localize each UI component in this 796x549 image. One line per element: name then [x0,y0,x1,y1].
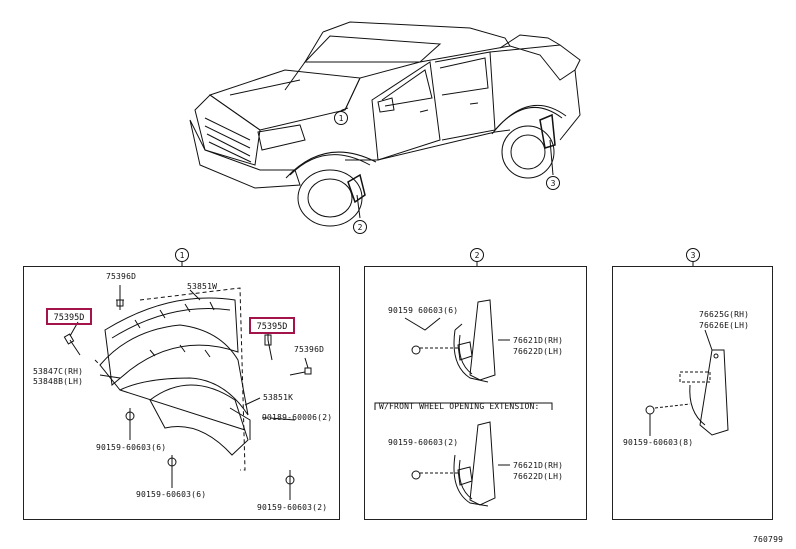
part-label-rear-mudguard-lh[interactable]: 76626E(LH) [699,321,750,330]
part-label-mudguard-lh-bottom[interactable]: 76622D(LH) [513,472,564,481]
callout-2-panel: 2 [470,248,484,262]
part-label-bolt-bottom[interactable]: 90159-60603(2) [388,438,459,447]
part-label-liner[interactable]: 53851K [263,393,294,402]
panel-front-mudguard [364,266,587,520]
mudguard-rear-drawing [645,329,729,436]
part-label-bolt-left[interactable]: 90159-60603(6) [96,443,167,452]
callout-3-panel: 3 [686,248,700,262]
highlighted-part-left-label: 75395D [53,313,85,323]
part-label-mudguard-rh-top[interactable]: 76621D(RH) [513,336,564,345]
part-label-bolt-bottom-left[interactable]: 90159-60603(6) [136,490,207,499]
part-label-trim-top[interactable]: 53851W [187,282,218,291]
part-label-clip-right[interactable]: 75396D [294,345,325,354]
callout-3-truck: 3 [546,176,560,190]
note-front-wheel-opening-extension: W/FRONT WHEEL OPENING EXTENSION: [379,402,540,411]
part-label-mudguard-rh-bottom[interactable]: 76621D(RH) [513,461,564,470]
highlighted-part-right-label: 75395D [256,322,288,332]
part-label-mudguard-lh-top[interactable]: 76622D(LH) [513,347,564,356]
part-label-screw[interactable]: 90189-60006(2) [262,413,333,422]
mudguard-front-drawing [374,299,553,507]
truck-illustration [189,21,581,227]
fender-flare-drawing [63,285,312,500]
panel-rear-mudguard [612,266,773,520]
callout-1-truck: 1 [334,111,348,125]
diagram-code: 760799 [753,535,784,544]
panel-fender-flare [23,266,340,520]
highlighted-part-right[interactable]: 75395D [249,317,295,334]
callout-2-truck: 2 [353,220,367,234]
callout-1-panel: 1 [175,248,189,262]
part-label-bolt-bottom-right[interactable]: 90159-60603(2) [257,503,328,512]
part-label-rear-bolt[interactable]: 90159-60603(8) [623,438,694,447]
highlighted-part-left[interactable]: 75395D [46,308,92,325]
part-label-rear-mudguard-rh[interactable]: 76625G(RH) [699,310,750,319]
part-label-clip-top[interactable]: 75396D [106,272,137,281]
part-label-extension-lh[interactable]: 53848B(LH) [33,377,84,386]
part-label-extension-rh[interactable]: 53847C(RH) [33,367,84,376]
part-label-bolt-top[interactable]: 90159 60603(6) [388,306,459,315]
